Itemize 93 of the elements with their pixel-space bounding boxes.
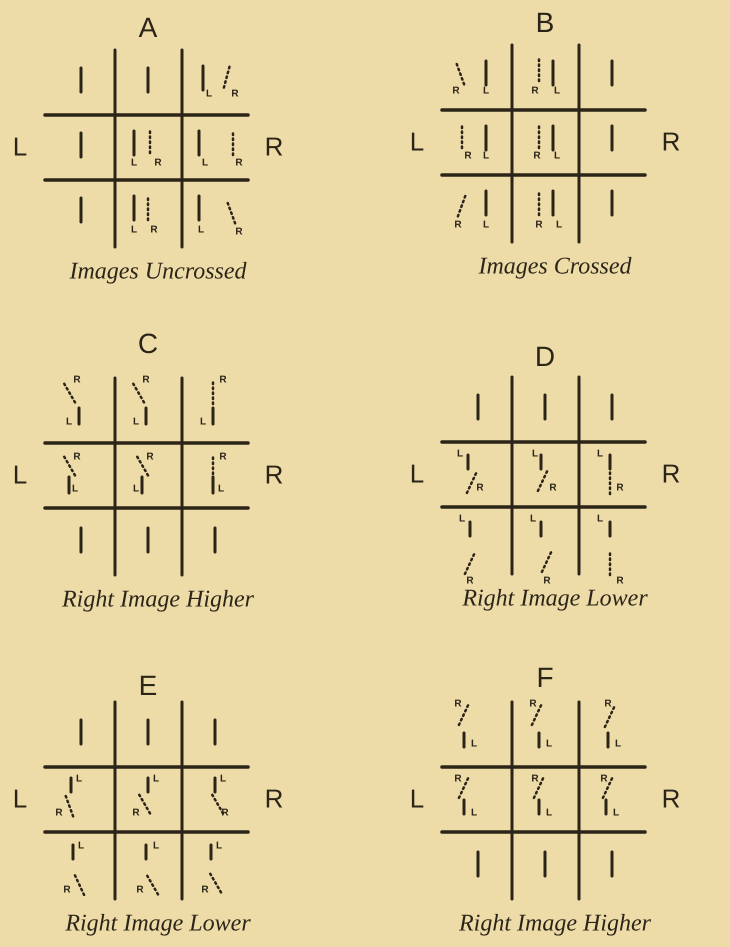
side-letter: R	[264, 132, 284, 162]
image-letter: L	[546, 808, 552, 818]
image-letter: R	[464, 150, 472, 162]
image-letter: L	[482, 86, 490, 96]
image-letter: R	[154, 158, 162, 168]
image-letter: L	[78, 840, 84, 852]
image-letter: R	[55, 808, 63, 818]
side-letter: R	[662, 784, 680, 814]
image-letter: R	[529, 698, 537, 710]
image-letter: L	[470, 808, 478, 818]
image-letter: L	[130, 224, 138, 236]
image-letter: L	[198, 224, 204, 236]
image-letter: L	[482, 220, 490, 230]
image-letter: R	[616, 576, 624, 586]
image-letter: R	[136, 884, 144, 896]
image-letter: R	[454, 774, 462, 784]
side-letter: L	[12, 132, 28, 162]
side-letter: L	[12, 784, 28, 814]
image-letter: R	[549, 482, 557, 494]
side-letter: L	[410, 784, 424, 814]
image-letter: L	[458, 514, 466, 524]
image-letter: R	[132, 808, 140, 818]
image-letter: R	[454, 220, 462, 230]
image-letter: L	[220, 774, 226, 784]
image-letter: L	[132, 416, 140, 428]
image-letter: R	[73, 374, 81, 386]
image-letter: L	[76, 774, 82, 784]
image-letter: R	[235, 226, 243, 238]
image-letter: R	[531, 86, 539, 96]
image-letter: R	[535, 220, 543, 230]
image-letter: L	[470, 738, 478, 750]
image-letter: L	[546, 738, 552, 750]
image-letter: L	[66, 416, 72, 428]
image-letter: L	[596, 514, 604, 524]
image-letter: R	[235, 158, 243, 168]
side-letter: R	[662, 126, 680, 158]
panel-caption: Right Image Higher	[62, 586, 254, 614]
image-letter: R	[600, 774, 608, 784]
image-letter: L	[200, 416, 206, 428]
image-letter: L	[216, 840, 222, 852]
panel-caption: Images Crossed	[478, 254, 632, 280]
image-letter: L	[218, 484, 224, 494]
image-letter: L	[132, 484, 140, 494]
side-letter: R	[264, 460, 284, 490]
image-letter: L	[206, 88, 212, 100]
image-letter: L	[532, 448, 538, 460]
image-letter: L	[456, 448, 464, 460]
image-letter: L	[72, 484, 78, 494]
image-letter: L	[530, 514, 536, 524]
image-letter: R	[476, 482, 484, 494]
image-letter: R	[616, 482, 624, 494]
image-letter: L	[614, 738, 622, 750]
panel-letter: C	[138, 328, 158, 360]
image-letter: R	[219, 374, 227, 386]
panel-letter: E	[138, 670, 158, 702]
image-letter: L	[596, 448, 604, 460]
image-letter: R	[466, 576, 474, 586]
image-letter: R	[533, 150, 541, 162]
side-letter: L	[410, 458, 424, 490]
image-letter: R	[63, 884, 71, 896]
panel-letter: F	[536, 662, 554, 694]
panel-letter: A	[138, 12, 158, 44]
image-letter: L	[482, 150, 490, 162]
side-letter: R	[662, 458, 680, 490]
image-letter: R	[142, 374, 150, 386]
panel-caption: Right Image Lower	[65, 910, 251, 938]
panel-letter: B	[536, 7, 554, 39]
side-letter: L	[410, 126, 424, 158]
image-letter: R	[219, 452, 227, 462]
panel-letter: D	[534, 341, 556, 373]
image-letter: R	[452, 86, 460, 96]
image-letter: R	[543, 576, 551, 586]
image-letter: L	[152, 774, 160, 784]
image-letter: L	[130, 158, 138, 168]
panel-caption: Right Image Higher	[459, 910, 651, 938]
image-letter: L	[152, 840, 160, 852]
image-letter: R	[454, 698, 462, 710]
image-letter: R	[146, 452, 154, 462]
image-letter: R	[150, 224, 158, 236]
panel-caption: Images Uncrossed	[69, 258, 247, 286]
image-letter: R	[231, 88, 239, 100]
image-letter: R	[531, 774, 539, 784]
image-letter: R	[201, 884, 209, 896]
panel-caption: Right Image Lower	[462, 586, 648, 612]
side-letter: R	[264, 784, 284, 814]
image-letter: L	[556, 220, 562, 230]
image-letter: L	[554, 86, 560, 96]
image-letter: L	[554, 150, 560, 162]
image-letter: R	[73, 452, 81, 462]
image-letter: R	[604, 698, 612, 710]
image-letter: L	[612, 808, 620, 818]
image-letter: L	[202, 158, 208, 168]
side-letter: L	[12, 460, 28, 490]
